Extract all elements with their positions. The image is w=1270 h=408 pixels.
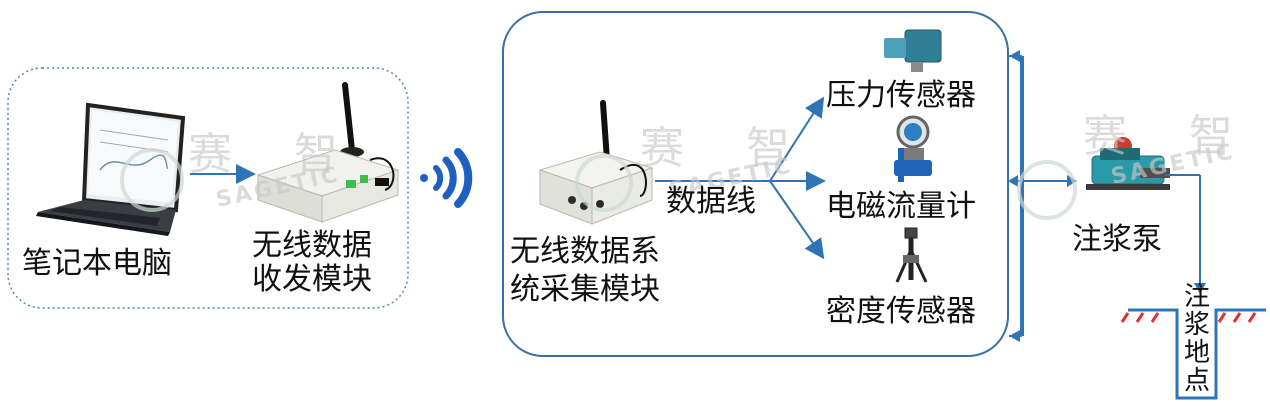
grout-pump-icon xyxy=(1086,137,1170,190)
laptop-label: 笔记本电脑 xyxy=(22,246,172,281)
collector-module-icon xyxy=(538,100,654,225)
transceiver-label-line1: 无线数据 xyxy=(252,228,372,263)
watermark-logo xyxy=(120,148,1077,220)
transceiver-module-icon xyxy=(256,82,400,223)
watermark-cn: 赛 智 xyxy=(1083,111,1257,162)
pump-outlet-pipe xyxy=(1165,174,1201,286)
transceiver-label-line2: 收发模块 xyxy=(252,262,372,297)
collector-label-line2: 统采集模块 xyxy=(510,272,660,307)
collector-label-line1: 无线数据系 xyxy=(510,234,660,269)
left-group-box xyxy=(7,67,409,309)
grout-point-char: 注 xyxy=(1183,282,1210,312)
density-sensor-icon xyxy=(895,227,928,283)
grouting-point-frame xyxy=(1128,308,1266,400)
grout-point-char: 地 xyxy=(1183,338,1210,368)
watermark-cn: 赛 智 xyxy=(188,129,362,180)
pressure-sensor-label: 压力传感器 xyxy=(826,78,976,113)
watermark-cn: 赛 智 xyxy=(640,123,814,174)
grout-point-char: 点 xyxy=(1183,366,1210,396)
pressure-sensor-icon xyxy=(884,29,942,72)
grout-point-char: 浆 xyxy=(1183,310,1210,340)
flow-meter-icon xyxy=(894,115,932,182)
ground-hatch-marks xyxy=(1120,312,1257,323)
data-line-arrows xyxy=(655,96,826,260)
data-line-label: 数据线 xyxy=(666,184,756,219)
laptop-icon xyxy=(36,102,186,236)
wireless-signal-icon xyxy=(420,148,473,208)
density-sensor-label: 密度传感器 xyxy=(826,294,976,329)
collector-group-box xyxy=(502,11,1009,357)
pump-label: 注浆泵 xyxy=(1072,222,1162,257)
flow-meter-label: 电磁流量计 xyxy=(826,189,976,224)
